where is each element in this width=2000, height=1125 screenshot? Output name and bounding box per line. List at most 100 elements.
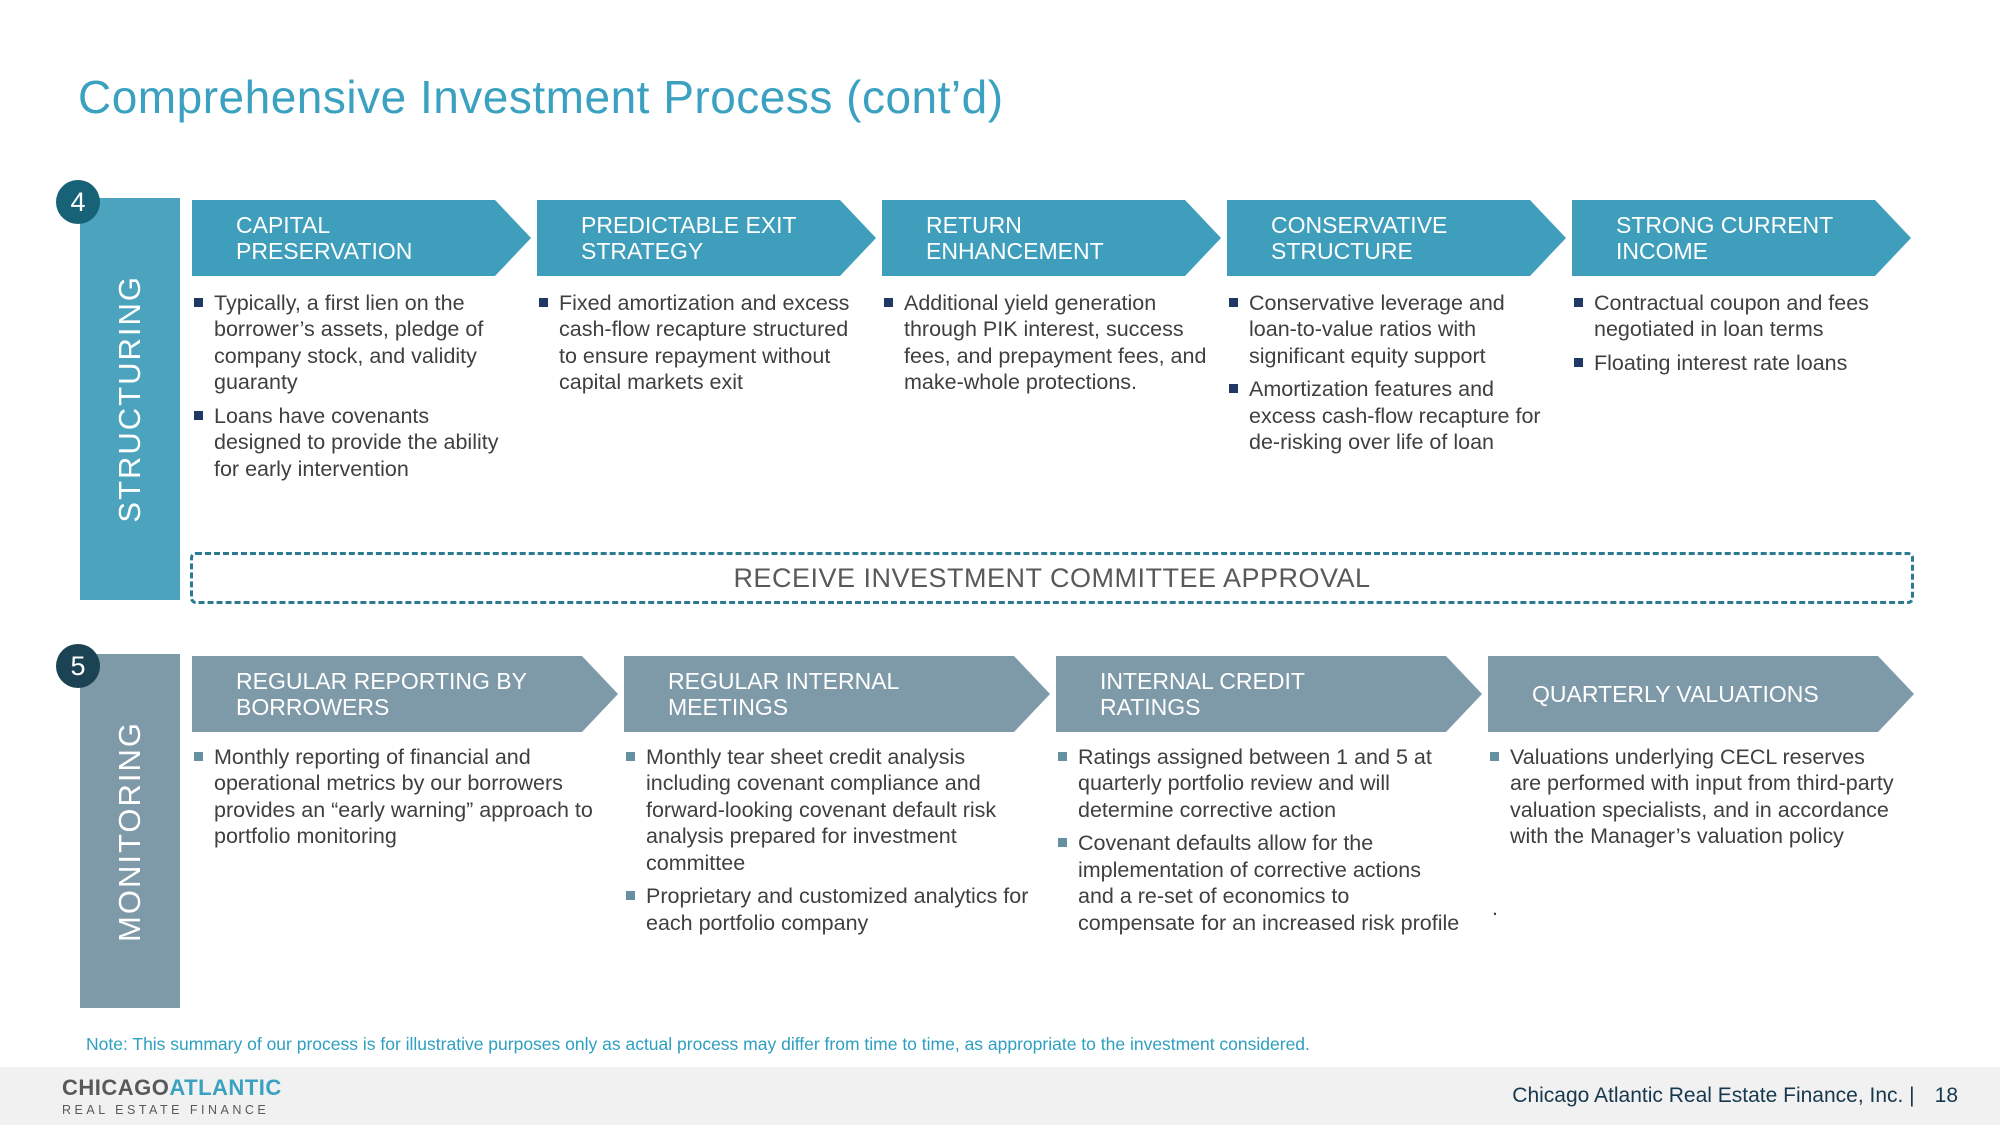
col-predictable-exit-strategy: Fixed amortization and excess cash-flow … bbox=[537, 290, 876, 489]
arrow-label: CAPITAL PRESERVATION bbox=[236, 211, 413, 264]
bullet-text: Amortization features and excess cash-fl… bbox=[1249, 377, 1541, 455]
arrow-conservative-structure: CONSERVATIVE STRUCTURE bbox=[1227, 200, 1566, 276]
arrow-label: STRONG CURRENT INCOME bbox=[1616, 211, 1834, 264]
bullet-item: Fixed amortization and excess cash-flow … bbox=[539, 290, 862, 396]
bullet-square-icon bbox=[1574, 298, 1583, 307]
bullet-text: Loans have covenants designed to provide… bbox=[214, 403, 499, 481]
bullet-item: Proprietary and customized analytics for… bbox=[626, 883, 1030, 936]
bullet-square-icon bbox=[194, 410, 203, 420]
monitoring-columns: Monthly reporting of financial and opera… bbox=[192, 744, 1914, 943]
step-badge-5: 5 bbox=[56, 644, 100, 688]
footer-page-number: 18 bbox=[1934, 1084, 1958, 1107]
col-regular-reporting-by-borrowers: Monthly reporting of financial and opera… bbox=[192, 744, 618, 943]
stray-period: . bbox=[1492, 896, 1498, 920]
bullet-item: Conservative leverage and loan-to-value … bbox=[1229, 290, 1552, 369]
structuring-stage-bar: STRUCTURING bbox=[80, 198, 180, 600]
bullet-item: Monthly tear sheet credit analysis inclu… bbox=[626, 744, 1030, 876]
arrow-label: REGULAR REPORTING BY BORROWERS bbox=[236, 667, 527, 720]
bullet-list: Valuations underlying CECL reserves are … bbox=[1490, 744, 1894, 850]
bullet-square-icon bbox=[1058, 752, 1067, 761]
bullet-text: Contractual coupon and fees negotiated i… bbox=[1594, 291, 1869, 342]
bullet-list: Monthly reporting of financial and opera… bbox=[194, 744, 598, 850]
structuring-stage-label: STRUCTURING bbox=[112, 275, 147, 523]
bullet-list: Fixed amortization and excess cash-flow … bbox=[539, 290, 862, 396]
bullet-square-icon bbox=[194, 752, 203, 761]
bullet-text: Valuations underlying CECL reserves are … bbox=[1510, 745, 1894, 849]
bullet-list: Conservative leverage and loan-to-value … bbox=[1229, 290, 1552, 456]
arrow-label: INTERNAL CREDIT RATINGS bbox=[1100, 667, 1305, 720]
page-title: Comprehensive Investment Process (cont’d… bbox=[78, 71, 1004, 123]
bullet-item: Valuations underlying CECL reserves are … bbox=[1490, 744, 1894, 850]
col-regular-internal-meetings: Monthly tear sheet credit analysis inclu… bbox=[624, 744, 1050, 943]
monitoring-stage-label: MONITORING bbox=[112, 720, 147, 942]
arrow-quarterly-valuations: QUARTERLY VALUATIONS bbox=[1488, 656, 1914, 732]
bullet-item: Monthly reporting of financial and opera… bbox=[194, 744, 598, 850]
bullet-text: Monthly tear sheet credit analysis inclu… bbox=[646, 745, 997, 875]
logo-chicago-text: CHICAGO bbox=[62, 1075, 170, 1100]
bullet-list: Additional yield generation through PIK … bbox=[884, 290, 1207, 396]
arrow-return-enhancement: RETURN ENHANCEMENT bbox=[882, 200, 1221, 276]
bullet-square-icon bbox=[626, 752, 635, 761]
bullet-square-icon bbox=[1574, 357, 1583, 367]
col-return-enhancement: Additional yield generation through PIK … bbox=[882, 290, 1221, 489]
footer: CHICAGOATLANTIC REAL ESTATE FINANCE Chic… bbox=[0, 1067, 2000, 1125]
logo-subtitle: REAL ESTATE FINANCE bbox=[62, 1103, 270, 1117]
bullet-square-icon bbox=[1229, 384, 1238, 394]
bullet-square-icon bbox=[1490, 752, 1499, 761]
bullet-text: Covenant defaults allow for the implemen… bbox=[1078, 831, 1460, 935]
investment-committee-approval-box: RECEIVE INVESTMENT COMMITTEE APPROVAL bbox=[190, 552, 1914, 604]
col-internal-credit-ratings: Ratings assigned between 1 and 5 at quar… bbox=[1056, 744, 1482, 943]
bullet-item: Loans have covenants designed to provide… bbox=[194, 403, 517, 482]
logo-atlantic-text: ATLANTIC bbox=[169, 1075, 282, 1100]
bullet-item: Ratings assigned between 1 and 5 at quar… bbox=[1058, 744, 1462, 823]
logo-wordmark: CHICAGOATLANTIC bbox=[62, 1075, 282, 1101]
bullet-item: Covenant defaults allow for the implemen… bbox=[1058, 830, 1462, 936]
col-strong-current-income: Contractual coupon and fees negotiated i… bbox=[1572, 290, 1911, 489]
bullet-text: Monthly reporting of financial and opera… bbox=[214, 745, 593, 849]
footer-company-name: Chicago Atlantic Real Estate Finance, In… bbox=[1512, 1084, 1915, 1107]
arrow-strong-current-income: STRONG CURRENT INCOME bbox=[1572, 200, 1911, 276]
arrow-capital-preservation: CAPITAL PRESERVATION bbox=[192, 200, 531, 276]
bullet-text: Conservative leverage and loan-to-value … bbox=[1249, 291, 1505, 368]
step-badge-4: 4 bbox=[56, 180, 100, 224]
col-conservative-structure: Conservative leverage and loan-to-value … bbox=[1227, 290, 1566, 489]
bullet-square-icon bbox=[626, 891, 635, 901]
col-capital-preservation: Typically, a first lien on the borrower’… bbox=[192, 290, 531, 489]
bullet-square-icon bbox=[194, 298, 203, 307]
bullet-item: Contractual coupon and fees negotiated i… bbox=[1574, 290, 1897, 343]
monitoring-stage-bar: MONITORING bbox=[80, 654, 180, 1008]
monitoring-arrow-row: REGULAR REPORTING BY BORROWERS REGULAR I… bbox=[192, 656, 1914, 732]
arrow-label: PREDICTABLE EXIT STRATEGY bbox=[581, 211, 797, 264]
bullet-text: Proprietary and customized analytics for… bbox=[646, 884, 1029, 935]
note-text: Note: This summary of our process is for… bbox=[86, 1034, 1310, 1054]
footer-right: Chicago Atlantic Real Estate Finance, In… bbox=[1512, 1084, 1958, 1108]
arrow-label: CONSERVATIVE STRUCTURE bbox=[1271, 211, 1448, 264]
bullet-item: Floating interest rate loans bbox=[1574, 350, 1897, 376]
arrow-regular-internal-meetings: REGULAR INTERNAL MEETINGS bbox=[624, 656, 1050, 732]
bullet-text: Additional yield generation through PIK … bbox=[904, 291, 1207, 395]
approval-text: RECEIVE INVESTMENT COMMITTEE APPROVAL bbox=[733, 562, 1371, 593]
bullet-text: Fixed amortization and excess cash-flow … bbox=[559, 291, 850, 395]
arrow-regular-reporting-by-borrowers: REGULAR REPORTING BY BORROWERS bbox=[192, 656, 618, 732]
bullet-square-icon bbox=[539, 298, 548, 307]
arrow-internal-credit-ratings: INTERNAL CREDIT RATINGS bbox=[1056, 656, 1482, 732]
bullet-square-icon bbox=[884, 298, 893, 307]
bullet-list: Typically, a first lien on the borrower’… bbox=[194, 290, 517, 482]
col-quarterly-valuations: Valuations underlying CECL reserves are … bbox=[1488, 744, 1914, 943]
bullet-square-icon bbox=[1058, 838, 1067, 848]
bullet-list: Monthly tear sheet credit analysis inclu… bbox=[626, 744, 1030, 936]
bullet-list: Contractual coupon and fees negotiated i… bbox=[1574, 290, 1897, 376]
bullet-item: Additional yield generation through PIK … bbox=[884, 290, 1207, 396]
arrow-label: QUARTERLY VALUATIONS bbox=[1532, 680, 1819, 707]
bullet-list: Ratings assigned between 1 and 5 at quar… bbox=[1058, 744, 1462, 936]
bullet-text: Typically, a first lien on the borrower’… bbox=[214, 291, 484, 395]
bullet-item: Amortization features and excess cash-fl… bbox=[1229, 376, 1552, 455]
arrow-label: REGULAR INTERNAL MEETINGS bbox=[668, 667, 900, 720]
bullet-square-icon bbox=[1229, 298, 1238, 307]
company-logo: CHICAGOATLANTIC REAL ESTATE FINANCE bbox=[62, 1075, 282, 1117]
bullet-text: Floating interest rate loans bbox=[1594, 350, 1848, 375]
bullet-item: Typically, a first lien on the borrower’… bbox=[194, 290, 517, 396]
arrow-label: RETURN ENHANCEMENT bbox=[926, 211, 1104, 264]
structuring-columns: Typically, a first lien on the borrower’… bbox=[192, 290, 1911, 489]
